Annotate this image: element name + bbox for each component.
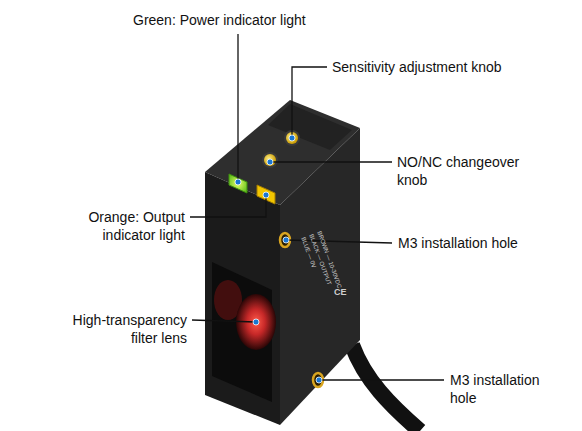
leader-dot — [263, 192, 269, 198]
sensor-front-face — [205, 172, 280, 425]
callout-label: Green: Power indicator light — [133, 11, 363, 29]
callout-label: NO/NC changeover knob — [397, 153, 537, 189]
callout-label: Orange: Output indicator light — [60, 208, 185, 244]
certification-mark: CE — [334, 288, 347, 296]
leader-dot — [267, 159, 273, 165]
leader-line — [292, 67, 327, 138]
mounting-hole — [313, 373, 323, 387]
knob-panel — [268, 104, 352, 150]
leader-dot — [235, 179, 241, 185]
leader-dots — [235, 135, 322, 383]
knob-socket — [262, 152, 278, 168]
callout-label: Sensitivity adjustment knob — [332, 58, 562, 76]
sensor-cable — [352, 345, 420, 431]
callout-label: M3 installation hole — [450, 371, 568, 407]
leader-dot — [289, 135, 295, 141]
leader-line — [237, 34, 238, 182]
mounting-hole — [280, 233, 290, 247]
leader-lines — [190, 34, 444, 380]
callout-label: M3 installation hole — [398, 234, 568, 252]
leader-line — [192, 320, 256, 322]
leader-dot — [283, 237, 289, 243]
mode-knob — [264, 154, 276, 166]
leader-line — [319, 379, 444, 380]
leader-line — [190, 195, 266, 217]
leader-line — [270, 161, 392, 162]
leader-dot — [316, 377, 322, 383]
leader-dot — [253, 319, 259, 325]
callout-label: High-transparency filter lens — [50, 311, 187, 347]
